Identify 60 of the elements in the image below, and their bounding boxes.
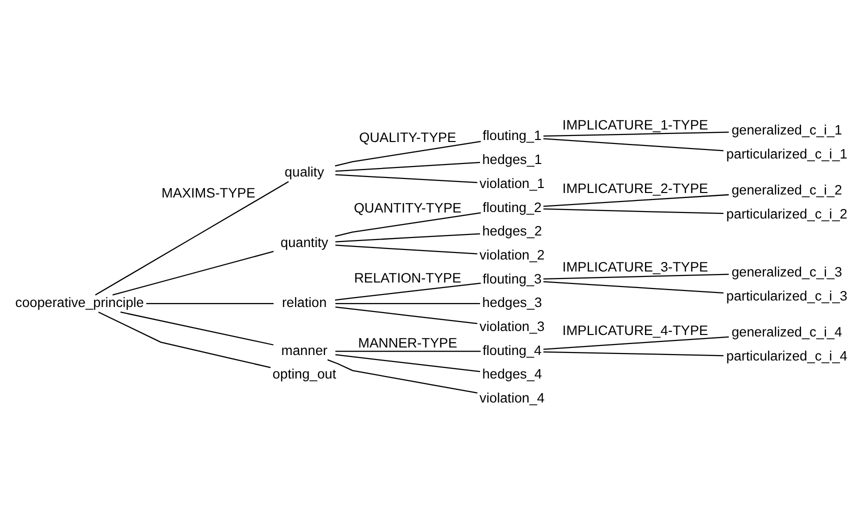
edge-label: RELATION-TYPE — [354, 270, 462, 286]
connector — [334, 212, 481, 237]
connector — [335, 282, 481, 301]
node-text: hedges_3 — [482, 295, 542, 310]
connector — [95, 181, 289, 296]
node-text: hedges_4 — [482, 366, 542, 382]
connector — [335, 306, 478, 324]
node-text: generalized_c_i_1 — [732, 122, 842, 138]
node-text: particularized_c_i_2 — [726, 206, 848, 222]
node-text: violation_1 — [480, 176, 545, 191]
node-text: hedges_2 — [482, 224, 542, 239]
node-text: quantity — [280, 234, 328, 250]
node-text: hedges_1 — [482, 152, 542, 168]
connector — [120, 312, 274, 346]
connector — [543, 336, 729, 350]
connector — [335, 303, 480, 304]
node-text: particularized_c_i_3 — [726, 288, 848, 304]
connector — [543, 132, 729, 137]
edge-label: MANNER-TYPE — [358, 335, 458, 350]
node-text: manner — [281, 342, 328, 358]
connector — [543, 194, 729, 207]
node-text: generalized_c_i_4 — [732, 324, 842, 340]
node-text: flouting_1 — [482, 128, 542, 144]
connector — [335, 244, 478, 254]
edge-label: IMPLICATURE_3-TYPE — [562, 259, 708, 274]
connector — [543, 281, 724, 294]
connector — [334, 140, 481, 166]
node-text: particularized_c_i_1 — [726, 146, 848, 162]
connector — [543, 351, 724, 356]
node-text: relation — [282, 295, 327, 310]
node-text: flouting_3 — [482, 271, 542, 286]
node-text: violation_3 — [480, 318, 545, 334]
connector — [335, 354, 480, 372]
connector — [335, 162, 480, 172]
connector — [327, 359, 478, 394]
connector — [335, 350, 481, 352]
connector — [98, 312, 271, 368]
edge-label: IMPLICATURE_2-TYPE — [562, 181, 708, 196]
connector — [543, 274, 729, 280]
node-text: violation_2 — [480, 247, 545, 262]
node-text: cooperative_principle — [15, 295, 144, 310]
edge-label: IMPLICATURE_4-TYPE — [562, 322, 708, 338]
edge-label: QUANTITY-TYPE — [354, 200, 462, 216]
edge-label: IMPLICATURE_1-TYPE — [562, 117, 708, 132]
node-text: flouting_2 — [482, 200, 542, 215]
connector — [146, 303, 274, 304]
connector — [543, 208, 724, 214]
edge-label: MAXIMS-TYPE — [162, 186, 256, 201]
node-text: generalized_c_i_2 — [732, 182, 842, 198]
edge-label: QUALITY-TYPE — [359, 130, 456, 145]
node-text: violation_4 — [480, 390, 545, 406]
node-text: generalized_c_i_3 — [732, 264, 842, 280]
connector — [335, 233, 480, 242]
node-text: particularized_c_i_4 — [726, 348, 848, 364]
connector — [112, 250, 274, 296]
connector — [335, 174, 478, 184]
node-text: flouting_4 — [482, 342, 542, 358]
connector — [543, 138, 724, 152]
node-text: opting_out — [272, 366, 336, 382]
node-text: quality — [284, 164, 324, 180]
